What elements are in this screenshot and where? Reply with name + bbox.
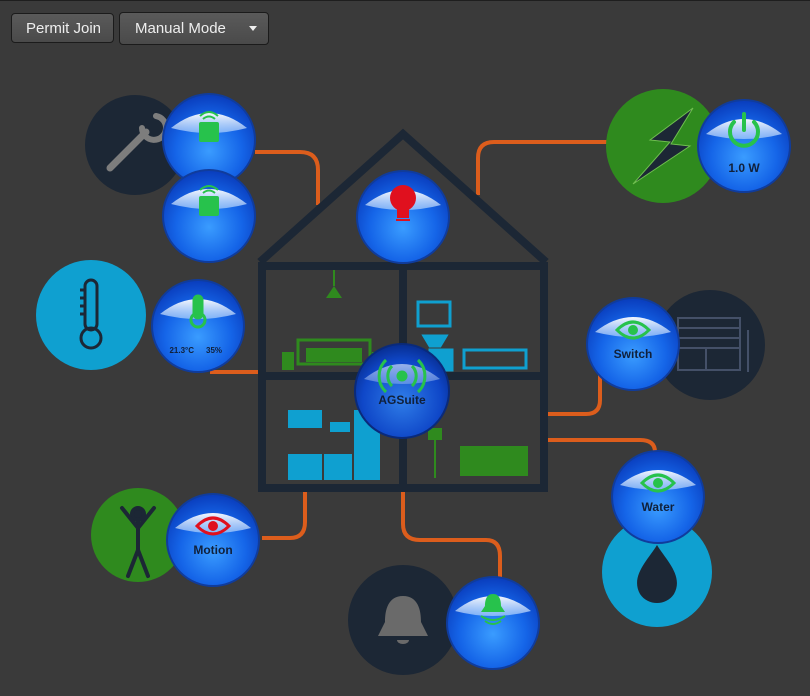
eye-icon xyxy=(639,473,677,493)
agsuite-hub[interactable]: AGSuite xyxy=(354,343,450,439)
window-top-border xyxy=(0,0,810,1)
remote-device-1[interactable] xyxy=(162,93,256,187)
thermometer-icon xyxy=(79,278,103,350)
remote-icon xyxy=(199,111,219,142)
eye-icon xyxy=(614,320,652,340)
hub-label: AGSuite xyxy=(378,393,426,407)
bell-icon xyxy=(378,596,428,644)
power-meter-device[interactable]: 1.0 W xyxy=(697,99,791,193)
permit-join-label: Permit Join xyxy=(26,19,102,37)
temperature-reading: 21.3°C xyxy=(169,346,194,355)
thermometer-icon xyxy=(189,294,207,329)
power-reading: 1.0 W xyxy=(728,161,760,175)
remote-icon xyxy=(199,185,219,216)
power-icon xyxy=(728,112,760,148)
water-sensor-device[interactable]: Water xyxy=(611,450,705,544)
water-label: Water xyxy=(642,500,675,514)
mode-select[interactable]: Manual Mode xyxy=(119,12,269,45)
switch-label: Switch xyxy=(614,347,653,361)
power-bg-circle xyxy=(606,89,720,203)
motion-label: Motion xyxy=(193,543,232,557)
bedroom-scene xyxy=(282,270,384,370)
siren-device[interactable] xyxy=(446,576,540,670)
humidity-reading: 35% xyxy=(206,346,222,355)
remote-device-2[interactable] xyxy=(162,169,256,263)
permit-join-button[interactable]: Permit Join xyxy=(11,13,114,43)
thermo-bg-circle xyxy=(36,260,146,370)
wrench-icon xyxy=(106,113,169,172)
climate-sensor-device[interactable]: 21.3°C 35% xyxy=(151,279,245,373)
water-drop-icon xyxy=(637,545,677,603)
mode-select-value: Manual Mode xyxy=(135,20,226,37)
person-icon xyxy=(120,506,156,578)
living-room-scene xyxy=(428,428,528,478)
switch-sensor-device[interactable]: Switch xyxy=(586,297,680,391)
motion-sensor-device[interactable]: Motion xyxy=(166,493,260,587)
siren-icon xyxy=(480,594,506,625)
connector-lines xyxy=(210,140,657,582)
wifi-hub-icon xyxy=(377,358,427,394)
eye-icon xyxy=(194,516,232,536)
light-bulb-device[interactable] xyxy=(356,170,450,264)
bulb-icon xyxy=(390,185,416,221)
chevron-down-icon xyxy=(249,26,257,31)
lightning-icon xyxy=(632,107,694,185)
